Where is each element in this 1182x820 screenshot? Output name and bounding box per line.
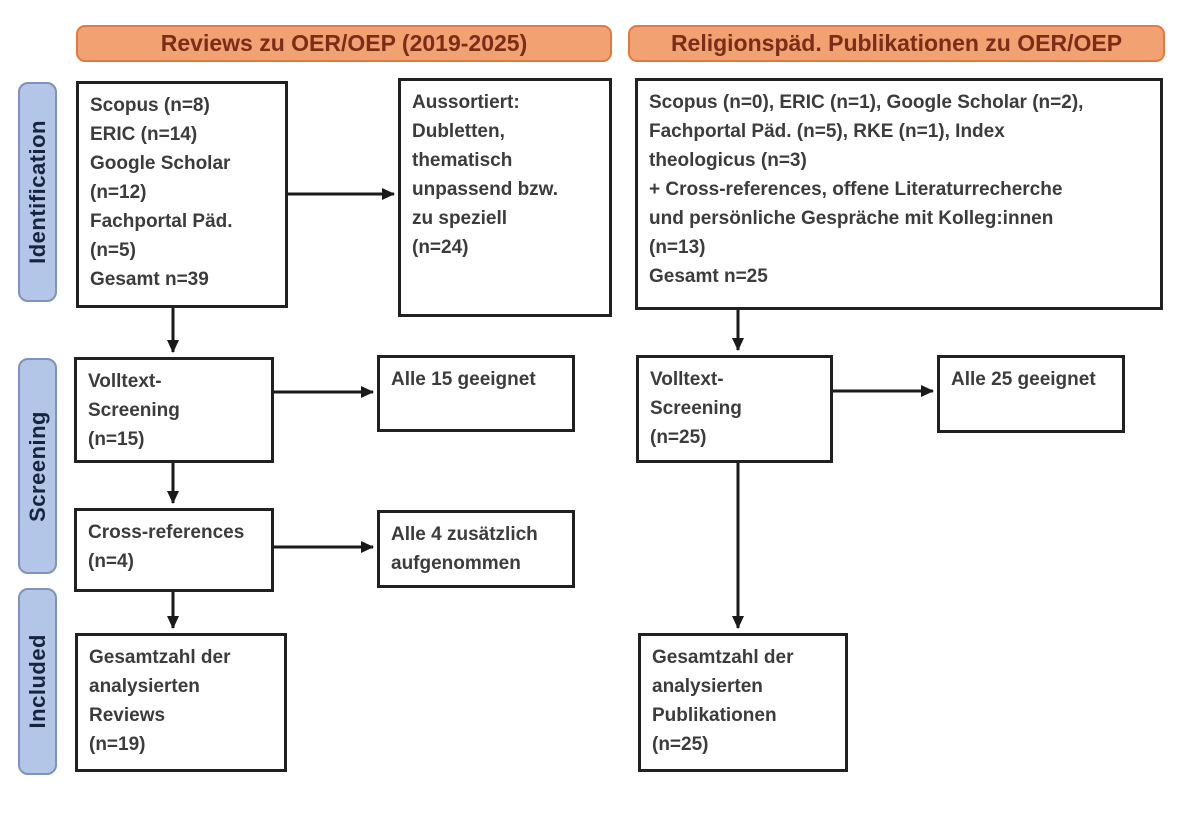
stage-included: Included <box>18 588 57 775</box>
box-reviews-crossref-result: Alle 4 zusätzlich aufgenommen <box>377 510 575 588</box>
box-reviews-sources: Scopus (n=8) ERIC (n=14) Google Scholar … <box>76 81 288 308</box>
stage-screening: Screening <box>18 358 57 574</box>
box-relpaed-fulltext-result: Alle 25 geeignet <box>937 355 1125 433</box>
box-reviews-fulltext-screening: Volltext- Screening (n=15) <box>74 357 274 463</box>
stage-included-label: Included <box>24 634 50 729</box>
box-relpaed-sources: Scopus (n=0), ERIC (n=1), Google Scholar… <box>635 78 1163 310</box>
box-relpaed-included-total: Gesamtzahl der analysierten Publikatione… <box>638 633 848 772</box>
header-reviews-column: Reviews zu OER/OEP (2019-2025) <box>76 25 612 62</box>
stage-identification-label: Identification <box>24 120 50 264</box>
stage-screening-label: Screening <box>24 410 50 522</box>
box-reviews-excluded: Aussortiert: Dubletten, thematisch unpas… <box>398 78 612 317</box>
box-reviews-fulltext-result: Alle 15 geeignet <box>377 355 575 432</box>
header-religionspaed-label: Religionspäd. Publikationen zu OER/OEP <box>670 30 1123 56</box>
box-relpaed-fulltext-screening: Volltext- Screening (n=25) <box>636 355 833 463</box>
box-reviews-included-total: Gesamtzahl der analysierten Reviews (n=1… <box>75 633 287 772</box>
header-religionspaed-column: Religionspäd. Publikationen zu OER/OEP <box>628 25 1165 62</box>
header-reviews-label: Reviews zu OER/OEP (2019-2025) <box>160 30 528 56</box>
stage-identification: Identification <box>18 82 57 302</box>
box-reviews-cross-references: Cross-references (n=4) <box>74 508 274 592</box>
